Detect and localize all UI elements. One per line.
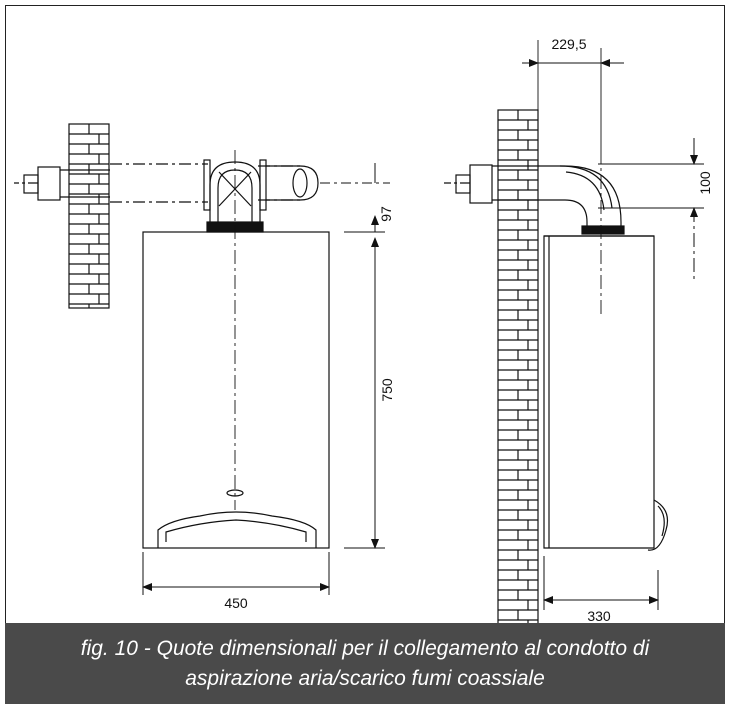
- side-dimension-lines: [522, 59, 704, 610]
- front-control-panel: [157, 511, 317, 548]
- figure-caption: fig. 10 - Quote dimensionali per il coll…: [5, 623, 725, 704]
- side-brick-wall: [497, 109, 539, 626]
- caption-line-2: aspirazione aria/scarico fumi coassiale: [185, 666, 545, 690]
- dimension-229-5: 229,5: [551, 36, 586, 52]
- dimension-97: 97: [378, 206, 394, 222]
- side-boiler-body: [543, 235, 669, 551]
- dimension-450: 450: [224, 595, 248, 611]
- caption-line-1: fig. 10 - Quote dimensionali per il coll…: [80, 636, 650, 660]
- front-boiler-body: [142, 231, 330, 549]
- side-pipe-terminal: [444, 164, 493, 204]
- figure-frame: [5, 5, 725, 704]
- side-view: [444, 40, 669, 626]
- dimension-330: 330: [587, 608, 611, 624]
- side-elbow-fitting: [492, 165, 625, 235]
- front-view: [14, 123, 390, 549]
- dimension-100: 100: [697, 171, 713, 195]
- front-pipe-terminal: [14, 166, 110, 201]
- dimension-750: 750: [379, 378, 395, 402]
- front-dimension-lines: [142, 163, 385, 595]
- front-coaxial-pipe: [110, 163, 302, 203]
- front-elbow-fitting: [203, 159, 319, 233]
- front-brick-wall: [68, 123, 110, 309]
